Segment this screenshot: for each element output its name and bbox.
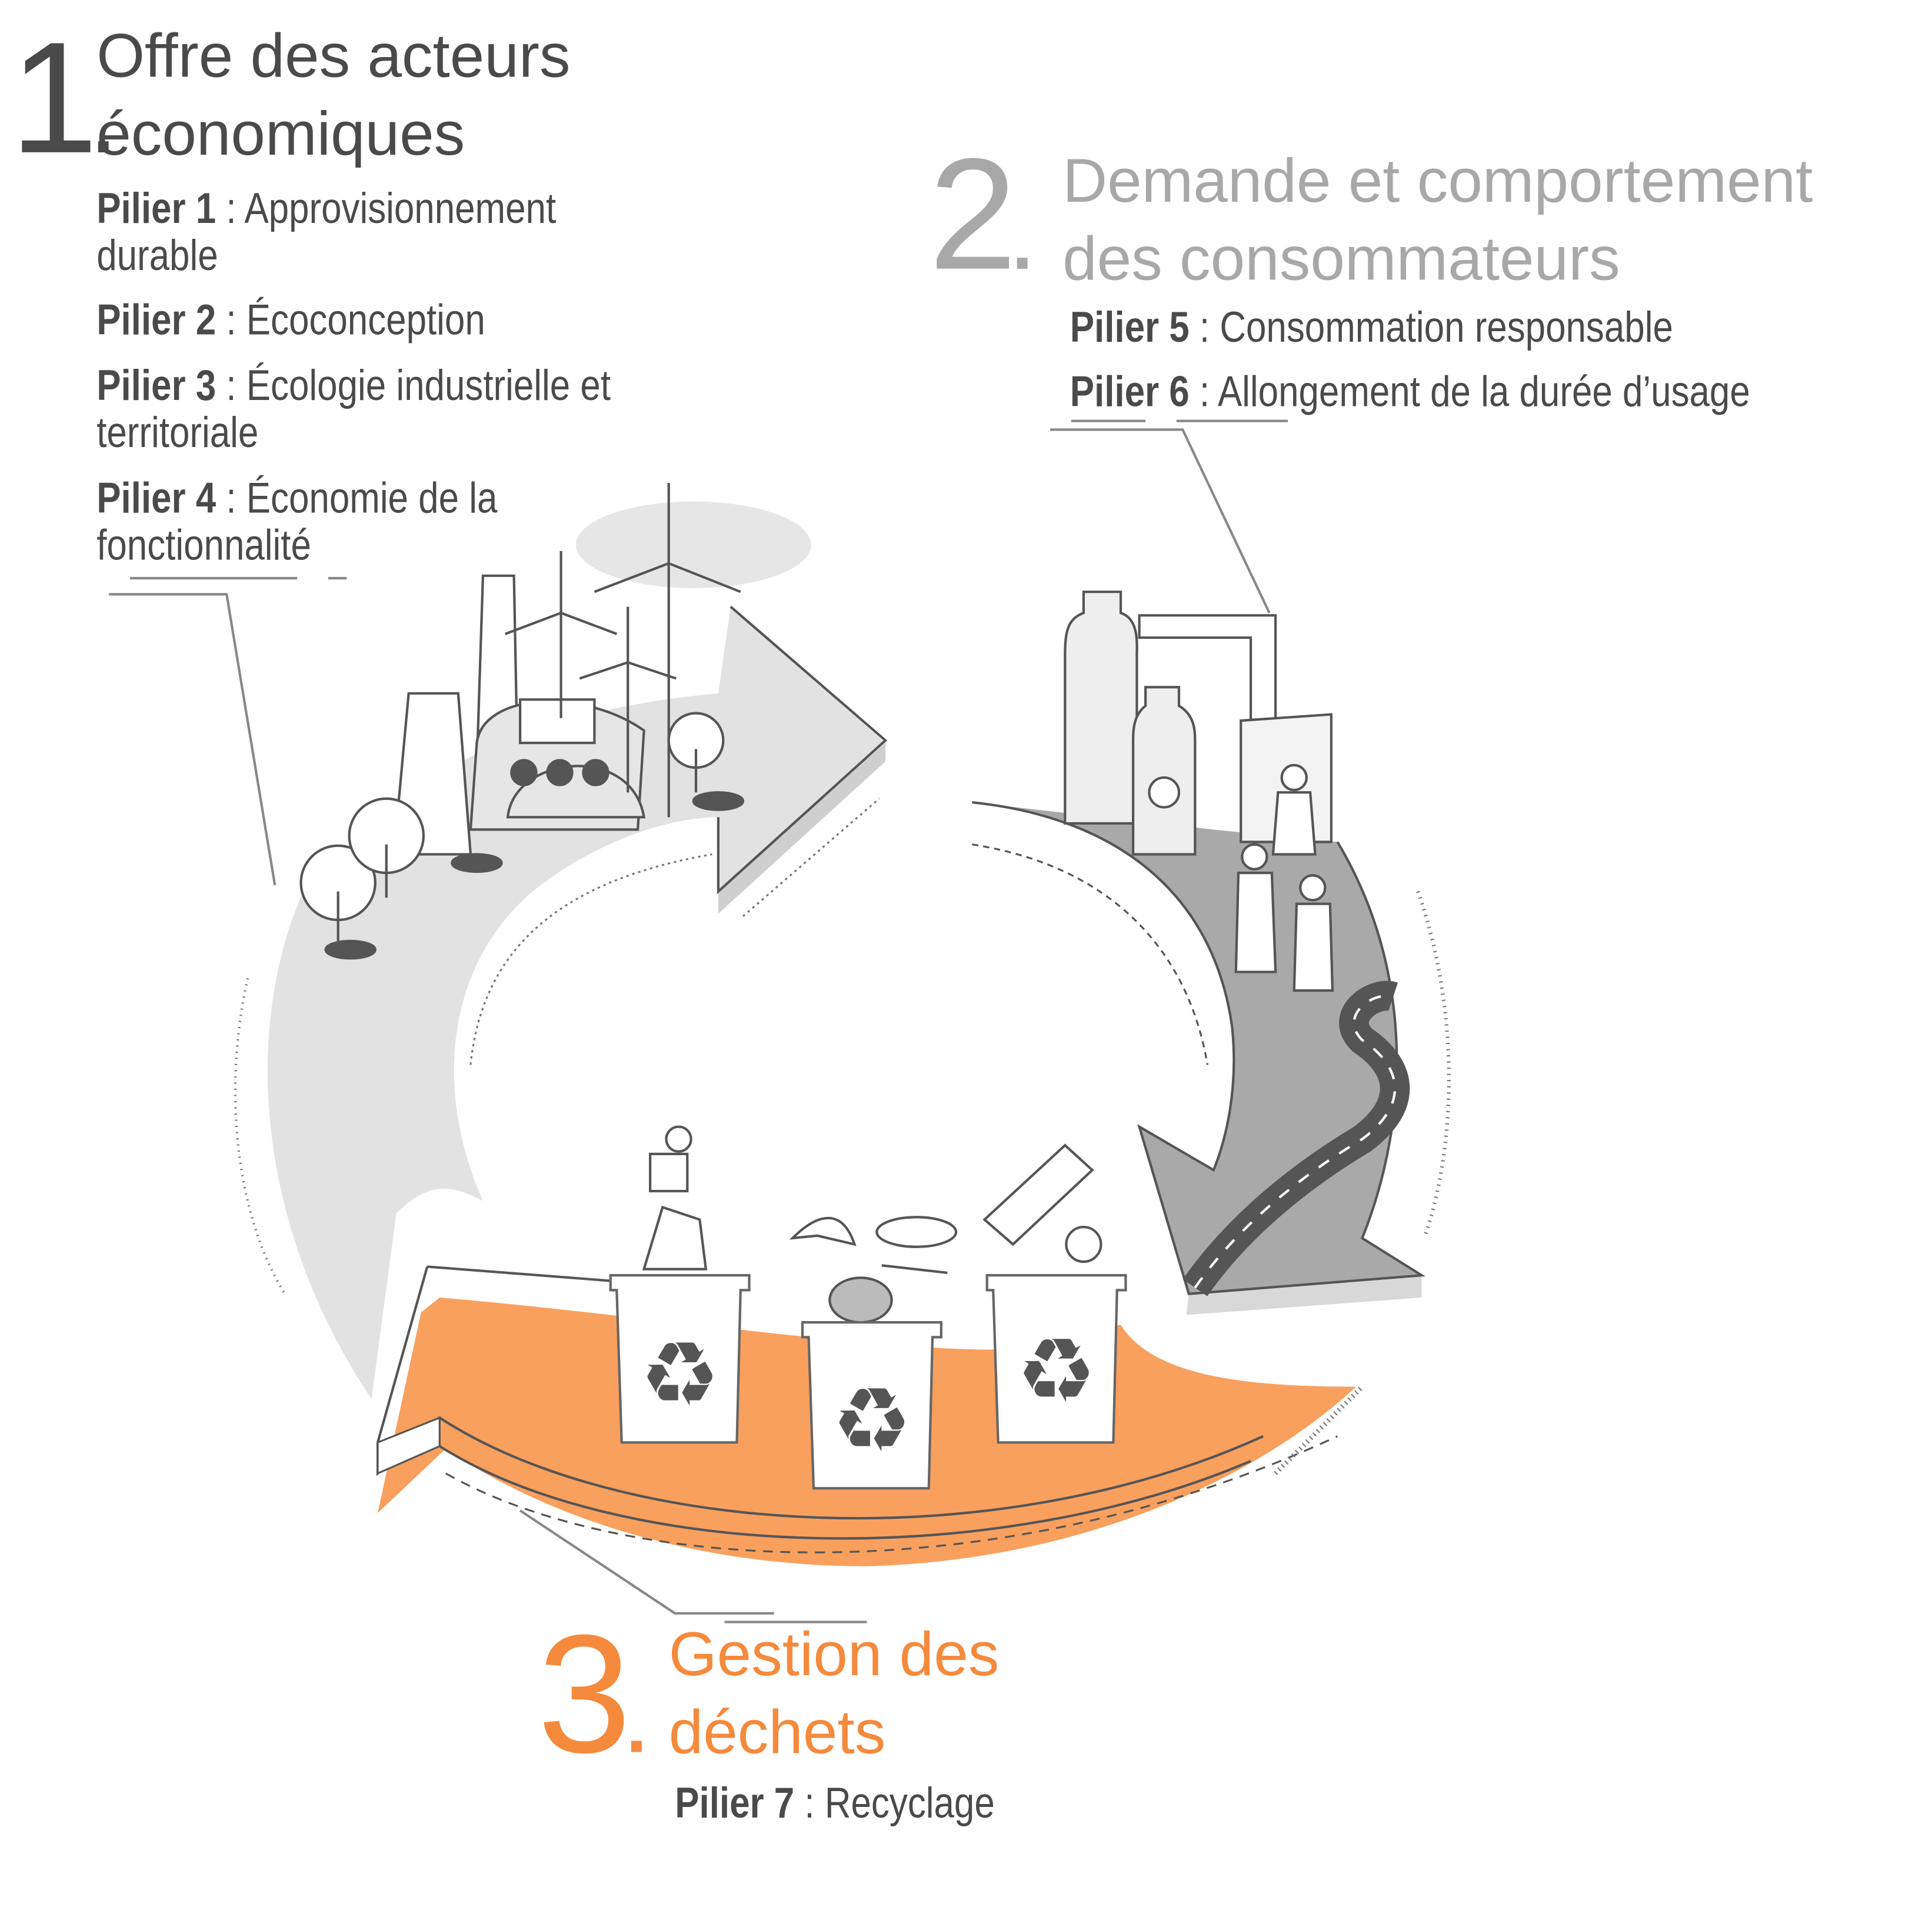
section-2-number: 2. [928, 126, 1033, 304]
wind-turbine-icon [505, 482, 741, 818]
person-icon [1234, 763, 1334, 992]
recycle-icon: ♻ ♻ ♻ [640, 1319, 1097, 1472]
svg-text:♻: ♻ [1017, 1319, 1097, 1423]
pilier-2: Pilier 2 : Écoconception [96, 296, 485, 345]
leader-lines [109, 419, 1288, 1623]
recycling-bin-icon [609, 1274, 1127, 1490]
tree-icon [299, 712, 745, 960]
section-1-number: 1. [9, 9, 114, 187]
section-3-number: 3. [537, 1599, 647, 1788]
pilier-6: Pilier 6 : Allongement de la durée d’usa… [1070, 368, 1750, 416]
pilier-5: Pilier 5 : Consommation responsable [1070, 303, 1673, 352]
svg-text:♻: ♻ [832, 1368, 912, 1472]
pilier-7: Pilier 7 : Recyclage [675, 1779, 995, 1828]
arrow-demande [972, 801, 1451, 1315]
bottle-icon [1064, 591, 1197, 856]
svg-text:♻: ♻ [640, 1322, 720, 1426]
waste-items [642, 1125, 1102, 1324]
